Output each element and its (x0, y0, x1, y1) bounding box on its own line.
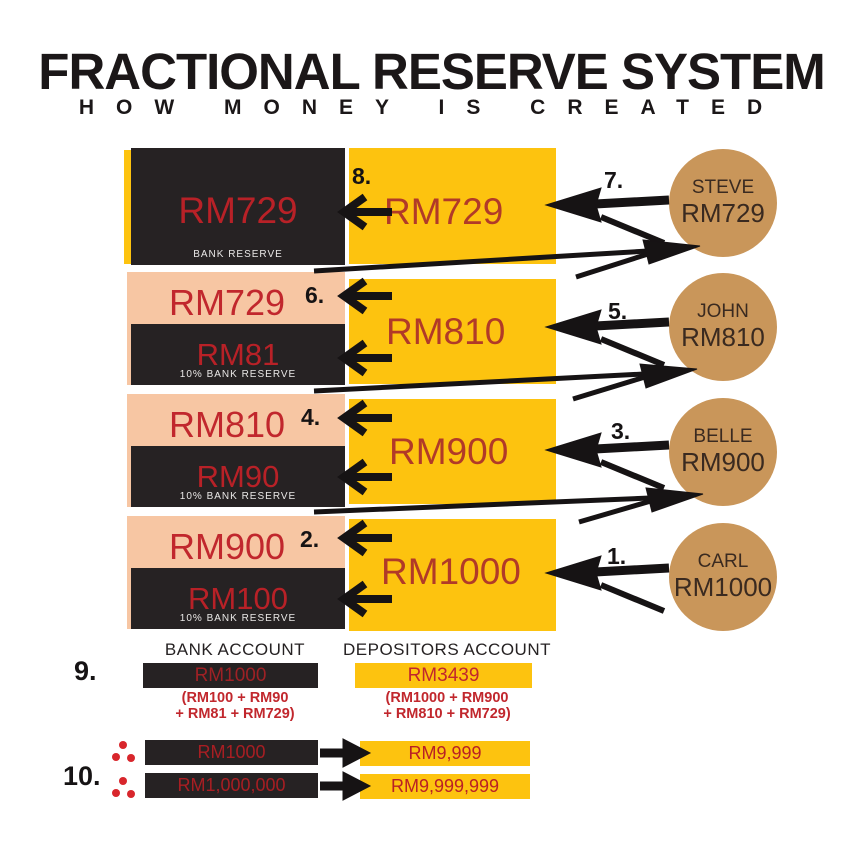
reserve-label: 10% BANK RESERVE (179, 491, 297, 502)
deposit-arrow-tail (599, 336, 666, 368)
bank-breakdown-line2: + RM81 + RM729) (175, 705, 295, 722)
multiplier-depositors-bar-1: RM9,999 (360, 741, 530, 766)
reserve-amount: RM100 (188, 581, 288, 616)
bank-reserve-block-729: RM729 BANK RESERVE (131, 148, 345, 265)
depositor-circle-steve: STEVE RM729 (669, 149, 777, 257)
reserve-block-100: RM100 10% BANK RESERVE (131, 568, 345, 629)
step-7-label: 7. (604, 167, 624, 193)
depositor-circle-john: JOHN RM810 (669, 273, 777, 381)
therefore-icon-1 (112, 741, 135, 762)
deposit-amount: RM900 (389, 431, 509, 472)
deposit-arrow-tail (599, 459, 666, 491)
bank-account-breakdown: (RM100 + RM90 + RM81 + RM729) (128, 690, 342, 722)
depositor-circle-carl: CARL RM1000 (669, 523, 777, 631)
deposit-arrow-shaft (594, 195, 670, 209)
depositors-breakdown-line1: (RM1000 + RM900 (385, 690, 509, 706)
multiplier-bank-bar-2: RM1,000,000 (145, 773, 318, 798)
depositor-name: STEVE (691, 176, 755, 198)
reserve-amount: RM90 (196, 459, 280, 494)
deposit-arrow-tail (599, 214, 666, 246)
reserve-label: 10% BANK RESERVE (179, 613, 297, 624)
multiplier-depositors-bar-2: RM9,999,999 (360, 774, 530, 799)
step-5-label: 5. (608, 298, 628, 324)
deposit-arrow-shaft (594, 440, 670, 454)
reserve-block-81: RM81 10% BANK RESERVE (131, 324, 345, 385)
depositor-amount: RM1000 (673, 571, 773, 602)
depositor-amount: RM729 (681, 197, 765, 228)
page-subtitle: HOW MONEY IS CREATED (78, 96, 785, 119)
deposit-amount: RM1000 (381, 551, 521, 592)
loan-arrow-tail (575, 251, 649, 280)
step-8-label: 8. (352, 163, 372, 189)
bank-breakdown-line1: (RM100 + RM90 (181, 690, 289, 706)
deposit-amount: RM810 (386, 311, 506, 352)
reserve-amount: RM81 (196, 337, 280, 372)
depositor-circle-belle: BELLE RM900 (669, 398, 777, 506)
step-6-label: 6. (305, 282, 325, 308)
multiplier-bank-bar-1: RM1000 (145, 740, 318, 765)
page-title: FRACTIONAL RESERVE SYSTEM (38, 43, 825, 100)
therefore-icon-2 (112, 777, 135, 798)
step-4-label: 4. (301, 404, 321, 430)
step-1-label: 1. (607, 543, 627, 569)
loanable-amount: RM729 (168, 282, 286, 323)
depositor-name: BELLE (693, 425, 753, 447)
deposit-arrow-tail (599, 582, 666, 614)
depositor-amount: RM810 (681, 321, 765, 352)
depositors-account-total-bar: RM3439 (355, 663, 532, 688)
depositor-name: CARL (697, 550, 749, 572)
bank-reserve-label: BANK RESERVE (193, 249, 283, 260)
depositor-name: JOHN (697, 300, 749, 322)
bank-account-total-bar: RM1000 (143, 663, 318, 688)
loan-arrow-tail (578, 498, 652, 525)
depositors-account-header: DEPOSITORS ACCOUNT (343, 640, 551, 659)
loanable-amount: RM810 (168, 404, 286, 445)
yellow-sliver (124, 150, 132, 264)
depositors-breakdown-line2: + RM810 + RM729) (383, 705, 511, 722)
step-10-label: 10. (63, 761, 101, 791)
bank-account-header: BANK ACCOUNT (164, 640, 306, 659)
reserve-block-90: RM90 10% BANK RESERVE (131, 446, 345, 507)
deposit-arrow-shaft (594, 317, 670, 331)
bank-reserve-amount: RM729 (178, 190, 298, 231)
depositor-amount: RM900 (681, 446, 765, 477)
reserve-label: 10% BANK RESERVE (179, 369, 297, 380)
step-3-label: 3. (611, 418, 631, 444)
step-2-label: 2. (300, 526, 320, 552)
step-9-label: 9. (74, 656, 97, 686)
depositors-account-breakdown: (RM1000 + RM900 + RM810 + RM729) (338, 690, 556, 722)
deposit-amount: RM729 (384, 191, 504, 232)
loan-arrow-tail (572, 374, 646, 402)
loanable-amount: RM900 (168, 526, 286, 567)
